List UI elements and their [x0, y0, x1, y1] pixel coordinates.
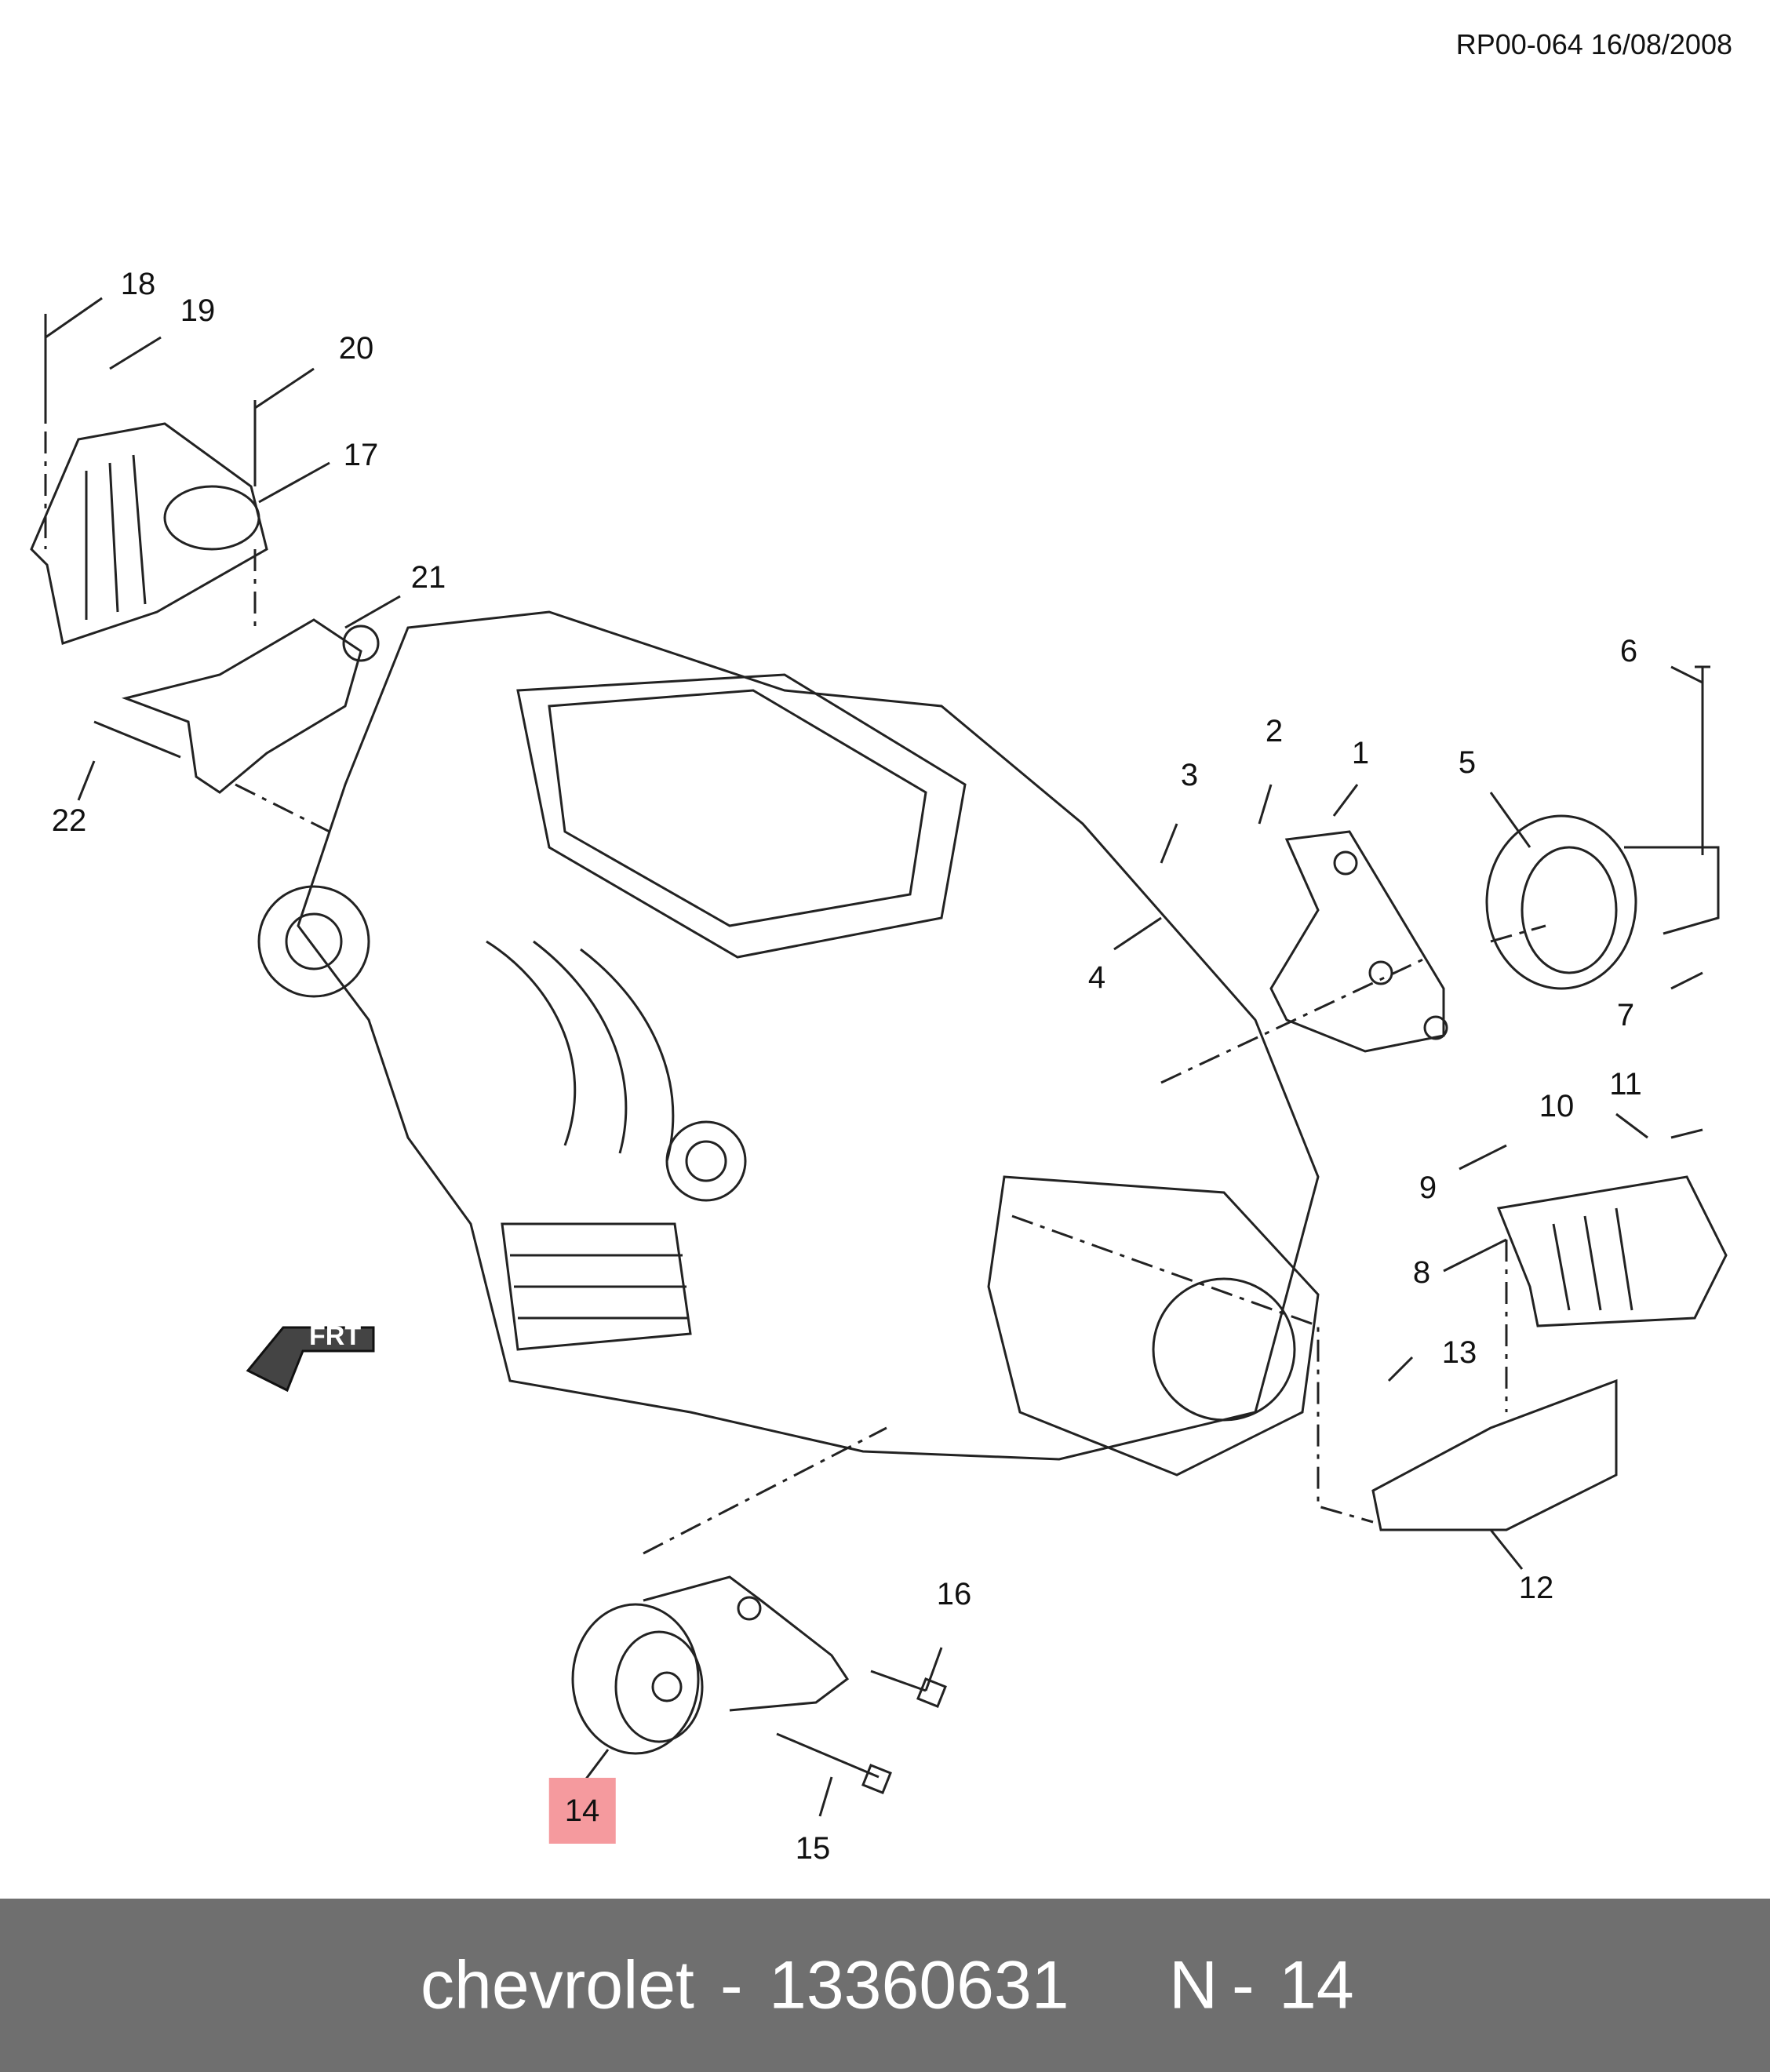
callout-5: 5	[1458, 745, 1477, 780]
engine-block	[297, 610, 1320, 1461]
callout-22: 22	[51, 803, 87, 838]
footer-n-value: 14	[1279, 1947, 1354, 2023]
frt-arrow-icon	[246, 1326, 375, 1393]
part-8-mount	[1496, 1175, 1728, 1327]
callout-4: 4	[1087, 960, 1106, 995]
callout-15: 15	[795, 1831, 831, 1866]
callout-19: 19	[180, 293, 216, 328]
part-17-mount	[30, 422, 268, 645]
callout-9: 9	[1419, 1171, 1437, 1205]
callout-13: 13	[1441, 1335, 1477, 1370]
footer-separator-2: -	[1232, 1947, 1255, 2023]
callout-12: 12	[1518, 1571, 1554, 1605]
callout-14-highlighted[interactable]: 14	[548, 1778, 616, 1844]
callout-7: 7	[1616, 998, 1635, 1032]
callout-16: 16	[936, 1577, 972, 1611]
footer-part-number: 13360631	[769, 1947, 1069, 2023]
callout-18: 18	[120, 267, 156, 301]
engine-mount-diagram	[30, 297, 1728, 1817]
callout-17: 17	[343, 438, 379, 472]
part-1-bracket	[1269, 830, 1445, 1053]
footer-n-label: N	[1169, 1947, 1218, 2023]
callout-8: 8	[1412, 1255, 1431, 1290]
callout-1: 1	[1351, 736, 1370, 770]
transmission	[987, 1175, 1320, 1477]
footer-separator: -	[720, 1947, 743, 2023]
callout-6: 6	[1619, 634, 1638, 668]
footer-bar: chevrolet - 13360631 N - 14	[0, 1899, 1770, 2072]
callout-11: 11	[1609, 1067, 1642, 1102]
callout-20: 20	[338, 331, 374, 366]
frt-label: FRT	[309, 1321, 361, 1351]
valve-cover	[516, 673, 967, 959]
callout-21: 21	[410, 560, 446, 595]
part-5-mount	[1485, 814, 1637, 990]
callout-10: 10	[1539, 1089, 1575, 1123]
footer-brand: chevrolet	[421, 1947, 694, 2023]
reference-code: RP00-064 16/08/2008	[1455, 28, 1732, 60]
callout-2: 2	[1265, 714, 1284, 748]
part-14-mount	[571, 1575, 850, 1755]
part-12-bracket	[1371, 1378, 1618, 1531]
part-21-bracket	[121, 618, 362, 794]
callout-3: 3	[1180, 758, 1199, 792]
front-direction-arrow: FRT	[240, 1296, 381, 1410]
